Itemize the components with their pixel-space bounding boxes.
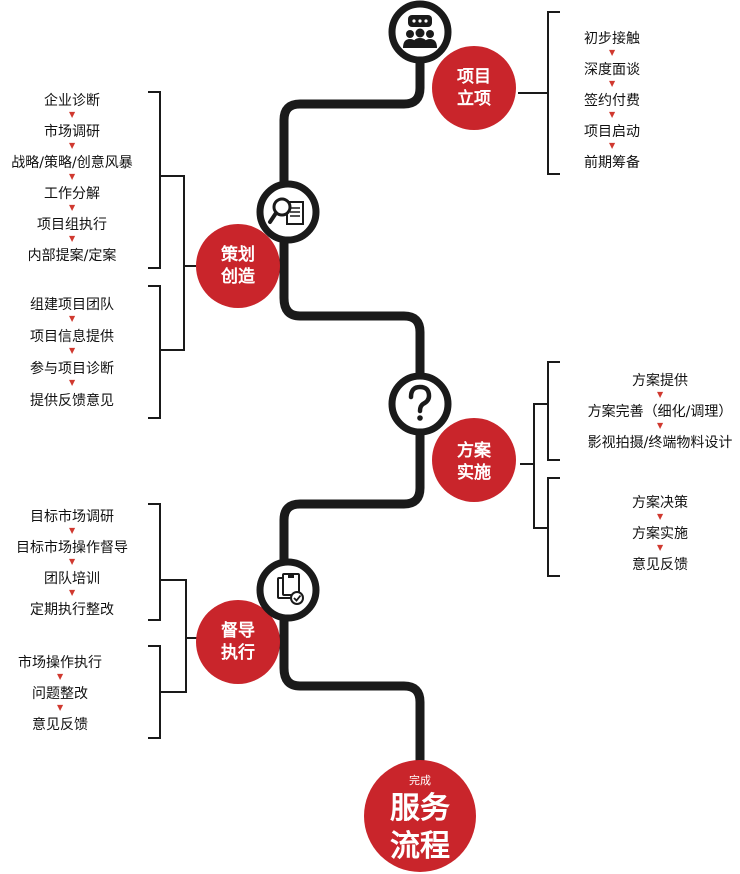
step-item: 目标市场操作督导	[16, 540, 128, 556]
stage-title-line2: 创造	[221, 267, 255, 287]
down-arrow-icon: ▼	[69, 526, 76, 535]
down-arrow-icon: ▼	[69, 110, 76, 119]
down-arrow-icon: ▼	[69, 234, 76, 243]
step-item: 方案实施	[632, 526, 688, 542]
down-arrow-icon: ▼	[657, 512, 664, 521]
final-title-line2: 流程	[390, 829, 450, 864]
step-item: 目标市场调研	[30, 509, 114, 525]
down-arrow-icon: ▼	[69, 141, 76, 150]
stage-circle-implementation	[432, 418, 516, 502]
down-arrow-icon: ▼	[609, 48, 616, 57]
bracket-implementation-b	[547, 477, 560, 577]
down-arrow-icon: ▼	[657, 390, 664, 399]
bracket-planning-outer	[160, 175, 196, 351]
step-item: 项目信息提供	[30, 329, 114, 345]
down-arrow-icon: ▼	[57, 703, 64, 712]
step-item: 前期筹备	[584, 155, 640, 171]
step-item: 问题整改	[32, 686, 88, 702]
stage-title-line2: 立项	[457, 89, 491, 109]
step-item: 项目组执行	[37, 217, 107, 233]
step-item: 签约付费	[584, 93, 640, 109]
stage-label-implementation: 方案 实施	[454, 440, 494, 484]
step-item: 初步接触	[584, 31, 640, 47]
down-arrow-icon: ▼	[657, 421, 664, 430]
stage-title-line1: 方案	[457, 441, 491, 461]
stage-title-line1: 策划	[221, 245, 255, 265]
question-icon	[388, 372, 452, 436]
stage-label-project-setup: 项目 立项	[454, 66, 494, 110]
down-arrow-icon: ▼	[69, 378, 76, 387]
stage-circle-project-setup	[432, 46, 516, 130]
step-item: 意见反馈	[32, 717, 88, 733]
stage-label-planning: 策划 创造	[218, 244, 258, 288]
down-arrow-icon: ▼	[609, 110, 616, 119]
bracket-supervision-outer	[160, 579, 198, 693]
stage-title-line1: 督导	[221, 621, 255, 641]
step-item: 企业诊断	[44, 93, 100, 109]
bracket-planning-a	[148, 91, 161, 269]
step-item: 内部提案/定案	[27, 248, 117, 264]
magnifier-document-icon	[256, 180, 320, 244]
bracket-supervision-b	[148, 645, 161, 739]
step-item: 市场调研	[44, 124, 100, 140]
step-item: 提供反馈意见	[30, 393, 114, 409]
step-item: 影视拍摄/终端物料设计	[587, 435, 733, 451]
down-arrow-icon: ▼	[657, 543, 664, 552]
down-arrow-icon: ▼	[69, 588, 76, 597]
step-item: 意见反馈	[632, 557, 688, 573]
final-circle	[364, 760, 476, 872]
bracket-implementation-outer	[520, 403, 548, 529]
step-item: 方案决策	[632, 495, 688, 511]
chat-people-icon	[388, 0, 452, 64]
stage-title-line1: 项目	[457, 67, 491, 87]
down-arrow-icon: ▼	[609, 79, 616, 88]
step-item: 方案完善（细化/调理）	[587, 404, 733, 420]
down-arrow-icon: ▼	[609, 141, 616, 150]
bracket-project-setup	[518, 11, 560, 175]
stage-circle-supervision	[196, 600, 280, 684]
stage-title-line2: 执行	[221, 643, 255, 663]
bracket-implementation-a	[547, 361, 560, 461]
down-arrow-icon: ▼	[69, 346, 76, 355]
down-arrow-icon: ▼	[69, 203, 76, 212]
step-item: 方案提供	[632, 373, 688, 389]
step-item: 团队培训	[44, 571, 100, 587]
down-arrow-icon: ▼	[69, 314, 76, 323]
bracket-supervision-a	[148, 503, 161, 621]
final-title: 服务 流程	[380, 790, 460, 866]
down-arrow-icon: ▼	[69, 172, 76, 181]
step-item: 深度面谈	[584, 62, 640, 78]
clipboard-check-icon	[256, 558, 320, 622]
step-item: 定期执行整改	[30, 602, 114, 618]
down-arrow-icon: ▼	[69, 557, 76, 566]
final-small-label: 完成	[409, 774, 431, 787]
final-title-line1: 服务	[390, 791, 450, 826]
step-item: 工作分解	[44, 186, 100, 202]
stage-circle-planning	[196, 224, 280, 308]
bracket-planning-b	[148, 285, 161, 419]
step-item: 组建项目团队	[30, 297, 114, 313]
step-item: 市场操作执行	[18, 655, 102, 671]
step-item: 参与项目诊断	[30, 361, 114, 377]
step-item: 战略/策略/创意风暴	[11, 155, 133, 171]
step-item: 项目启动	[584, 124, 640, 140]
stage-label-supervision: 督导 执行	[218, 620, 258, 664]
stage-title-line2: 实施	[457, 463, 491, 483]
down-arrow-icon: ▼	[57, 672, 64, 681]
